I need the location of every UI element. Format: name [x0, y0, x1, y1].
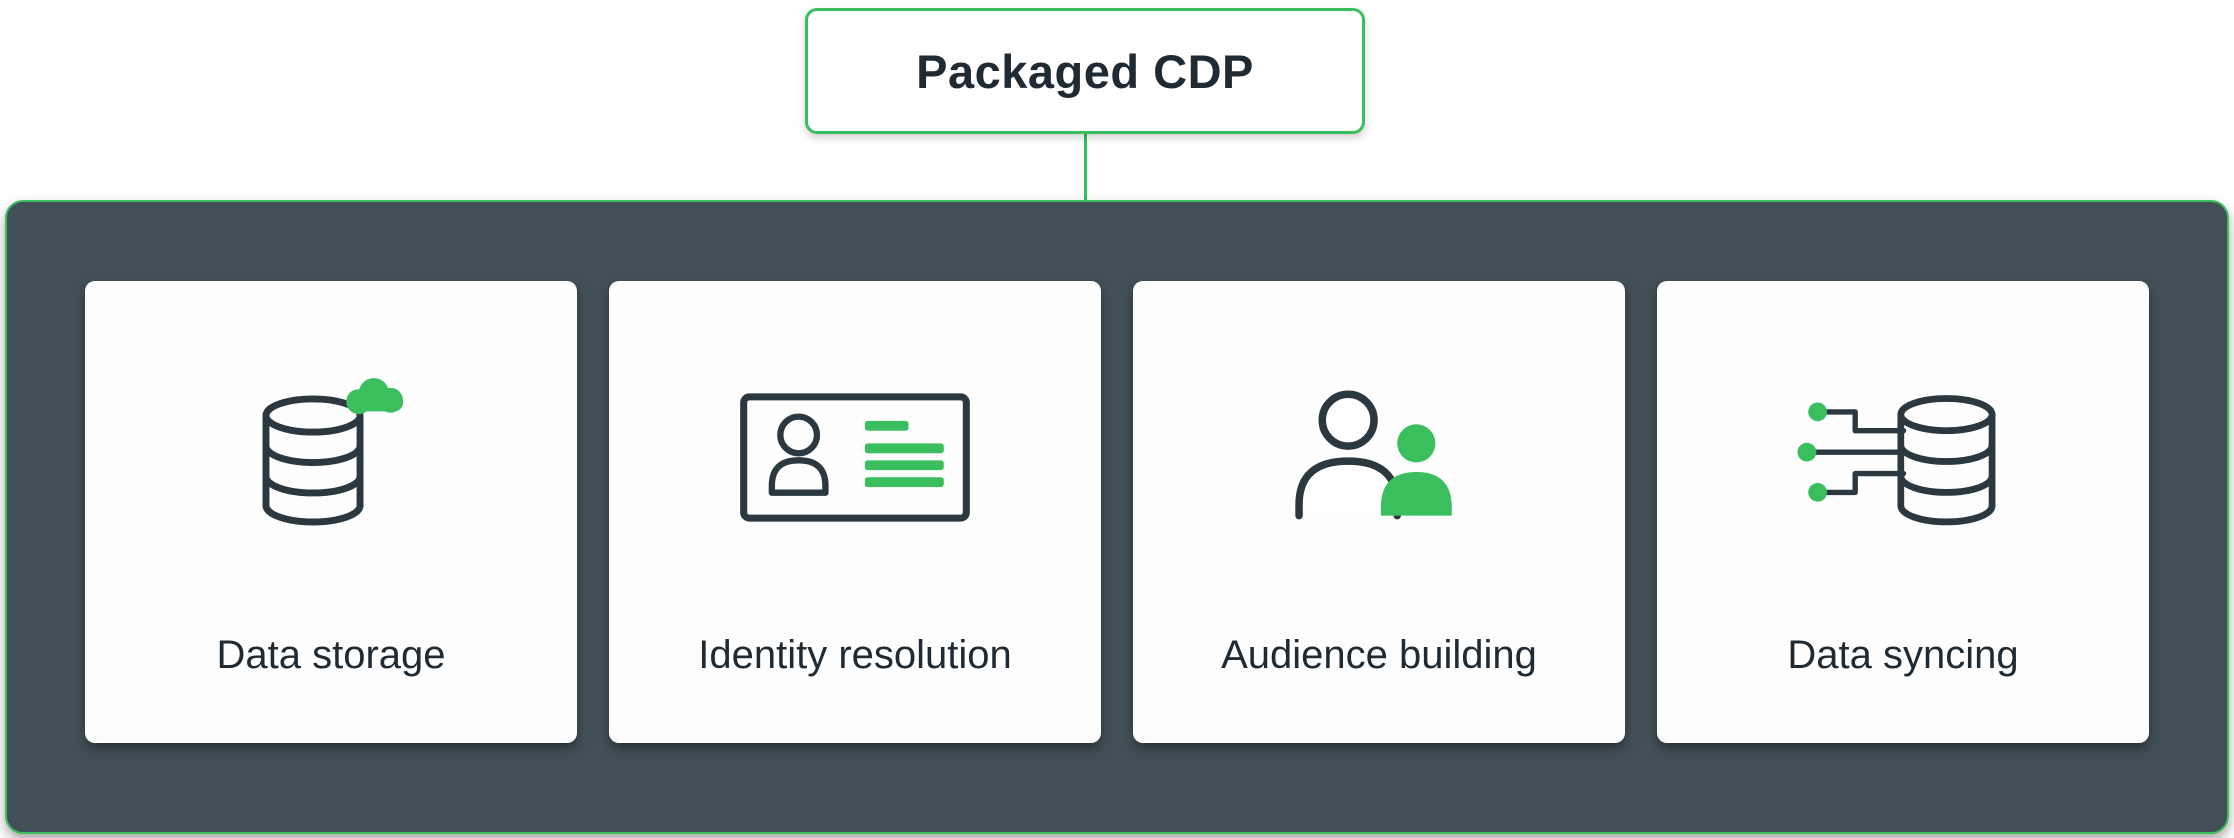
- card-label: Data syncing: [1787, 633, 2019, 677]
- card-audience-building: Audience building: [1133, 281, 1625, 743]
- database-network-icon: [1797, 394, 1995, 525]
- card-label: Audience building: [1221, 633, 1537, 677]
- components-container: Data storage Identity resolution: [5, 200, 2229, 834]
- id-card-icon: [740, 392, 970, 522]
- people-icon: [1294, 390, 1452, 520]
- database-cloud-icon: [262, 378, 403, 526]
- card-data-storage: Data storage: [85, 281, 577, 743]
- diagram-title-box: Packaged CDP: [805, 8, 1365, 134]
- connector-line: [1084, 132, 1087, 202]
- cloud-icon: [346, 378, 403, 415]
- card-icon-wrap: [1277, 281, 1482, 633]
- card-icon-wrap: [735, 281, 975, 633]
- card-icon-wrap: [1796, 281, 2011, 633]
- diagram-title: Packaged CDP: [916, 44, 1254, 98]
- card-data-syncing: Data syncing: [1657, 281, 2149, 743]
- card-identity-resolution: Identity resolution: [609, 281, 1101, 743]
- card-label: Identity resolution: [698, 633, 1012, 677]
- green-person-icon: [1380, 424, 1452, 516]
- card-icon-wrap: [241, 281, 421, 633]
- card-label: Data storage: [216, 633, 446, 677]
